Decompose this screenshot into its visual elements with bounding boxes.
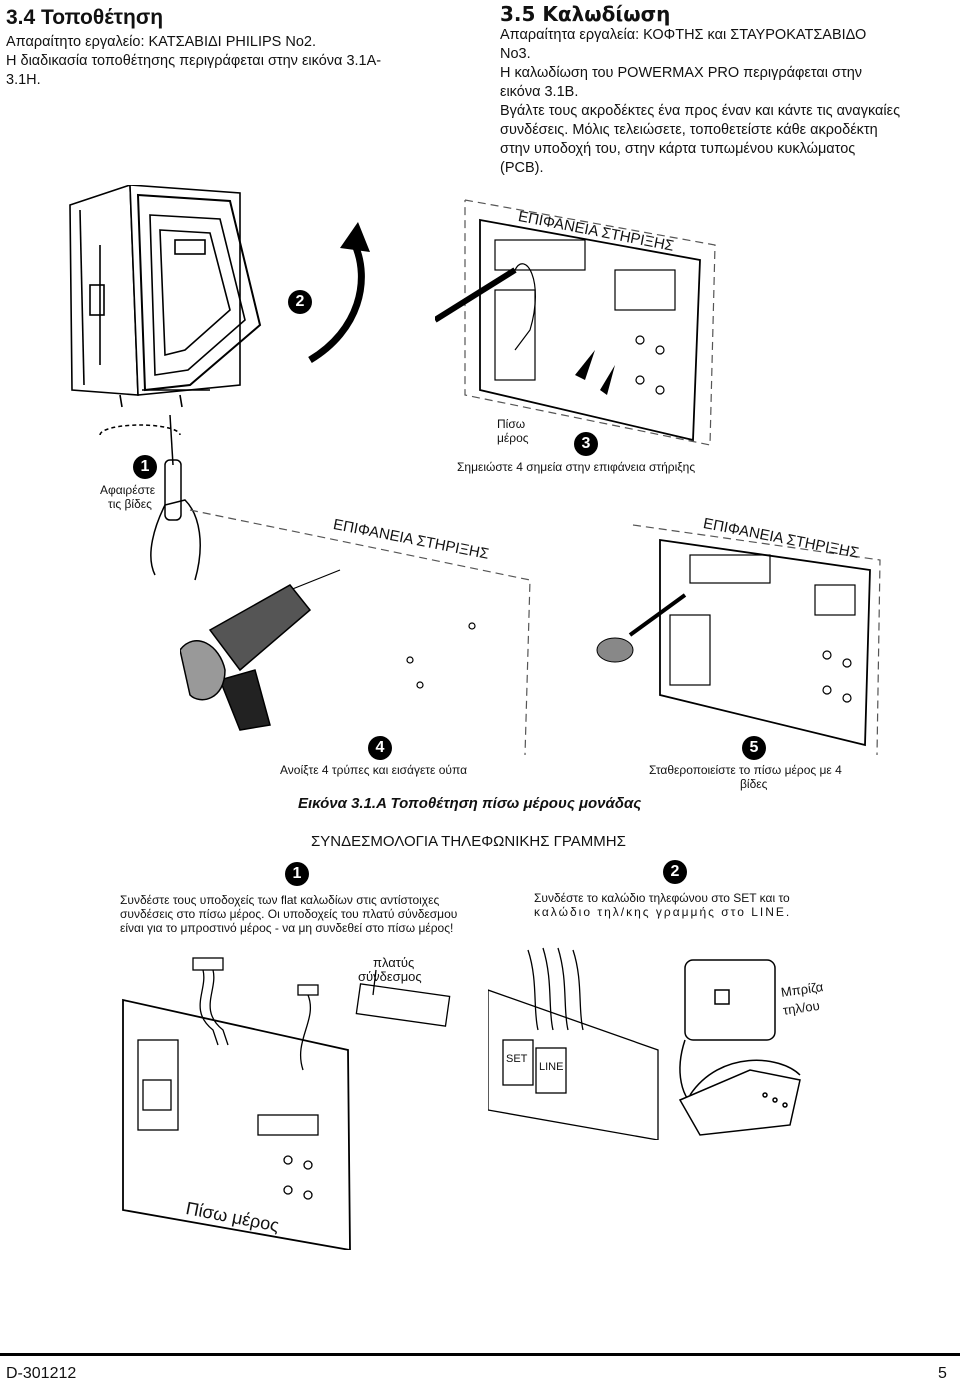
step-2-badge: 2 xyxy=(288,290,312,314)
fig-b-step-1-badge: 1 xyxy=(285,862,309,886)
left-line-3: 3.1Η. xyxy=(6,72,41,88)
left-line-2: Η διαδικασία τοποθέτησης περιγράφεται στ… xyxy=(6,53,382,69)
back-plate-step5 xyxy=(596,524,881,755)
step-5-label-b: βίδες xyxy=(740,777,768,791)
fig-b-step-2-badge: 2 xyxy=(663,860,687,884)
step-3-badge: 3 xyxy=(574,432,598,456)
right-line-8: (PCB). xyxy=(500,160,544,176)
page-number: 5 xyxy=(938,1365,947,1382)
back-plate-step3 xyxy=(435,199,716,446)
step-5-label-a: Σταθεροποιείστε το πίσω μέρος με 4 xyxy=(649,763,842,777)
wiring-back-plate xyxy=(122,957,451,1250)
step-1-label-a: Αφαιρέστε xyxy=(100,483,156,497)
right-line-4: εικόνα 3.1Β. xyxy=(500,84,579,100)
set-terminal-label: SET xyxy=(506,1053,528,1065)
document-id: D-301212 xyxy=(6,1365,77,1382)
footer-rule xyxy=(0,1353,960,1356)
set-line-terminals xyxy=(488,947,659,1140)
section-3-4-title: 3.4 Τοποθέτηση xyxy=(6,6,164,29)
fig-b-step-2-text-b: καλώδιο τηλ/κης γραμμής στο LINE. xyxy=(534,905,792,919)
rotate-arrow-icon xyxy=(308,222,370,364)
telephone-socket-illustration xyxy=(678,959,801,1136)
line-terminal-label: LINE xyxy=(539,1061,564,1073)
step-4-label: Ανοίξτε 4 τρύπες και εισάγετε ούπα xyxy=(280,763,468,777)
right-line-1: Απαραίτητα εργαλεία: ΚΟΦΤΗΣ και ΣΤΑΥΡΟΚΑ… xyxy=(500,27,867,43)
right-line-2: Νο3. xyxy=(500,46,531,62)
right-line-3: Η καλωδίωση του POWERMAX PRO περιγράφετα… xyxy=(500,65,863,81)
fig-b-step-1-text-a: Συνδέστε τους υποδοχείς των flat καλωδίω… xyxy=(120,893,440,907)
right-line-5: Βγάλτε τους ακροδέκτες ένα προς έναν και… xyxy=(500,103,901,119)
wide-connector-label-b: σύνδεσμος xyxy=(358,969,422,984)
back-label-b: μέρος xyxy=(497,431,529,445)
step-5-badge: 5 xyxy=(742,736,766,760)
right-line-6: συνδέσεις. Μόλις τελειώσετε, τοποθετείστ… xyxy=(500,122,878,138)
figure-a-caption: Εικόνα 3.1.Α Τοποθέτηση πίσω μέρους μονά… xyxy=(298,795,642,812)
figure-b-heading: ΣΥΝΔΕΣΜΟΛΟΓΙΑ ΤΗΛΕΦΩΝΙΚΗΣ ΓΡΑΜΜΗΣ xyxy=(311,833,626,850)
fig-b-step-1-text-c: είναι για το μπροστινό μέρος - να μη συν… xyxy=(120,921,454,935)
drill-surface-illustration xyxy=(180,509,531,756)
section-3-5-title: 3.5 Καλωδίωση xyxy=(500,2,671,26)
back-label-a: Πίσω xyxy=(497,417,526,431)
right-line-7: στην υποδοχή του, στην κάρτα τυπωμένου κ… xyxy=(500,141,856,157)
fig-b-step-1-text-b: συνδέσεις στο πίσω μέρος. Οι υποδοχείς τ… xyxy=(120,907,458,921)
wide-connector-label-a: πλατύς xyxy=(373,955,415,970)
panel-open-illustration xyxy=(69,185,262,408)
step-1-badge: 1 xyxy=(133,455,157,479)
left-line-1: Απαραίτητο εργαλείο: ΚΑΤΣΑΒΙΔΙ PHILIPS N… xyxy=(6,34,316,50)
fig-b-step-2-text-a: Συνδέστε το καλώδιο τηλεφώνου στο SET κα… xyxy=(534,891,790,905)
hand-screwdriver-illustration xyxy=(99,414,201,581)
step-1-label-b: τις βίδες xyxy=(108,497,152,511)
step-3-label: Σημειώστε 4 σημεία στην επιφάνεια στήριξ… xyxy=(457,460,696,474)
step-4-badge: 4 xyxy=(368,736,392,760)
